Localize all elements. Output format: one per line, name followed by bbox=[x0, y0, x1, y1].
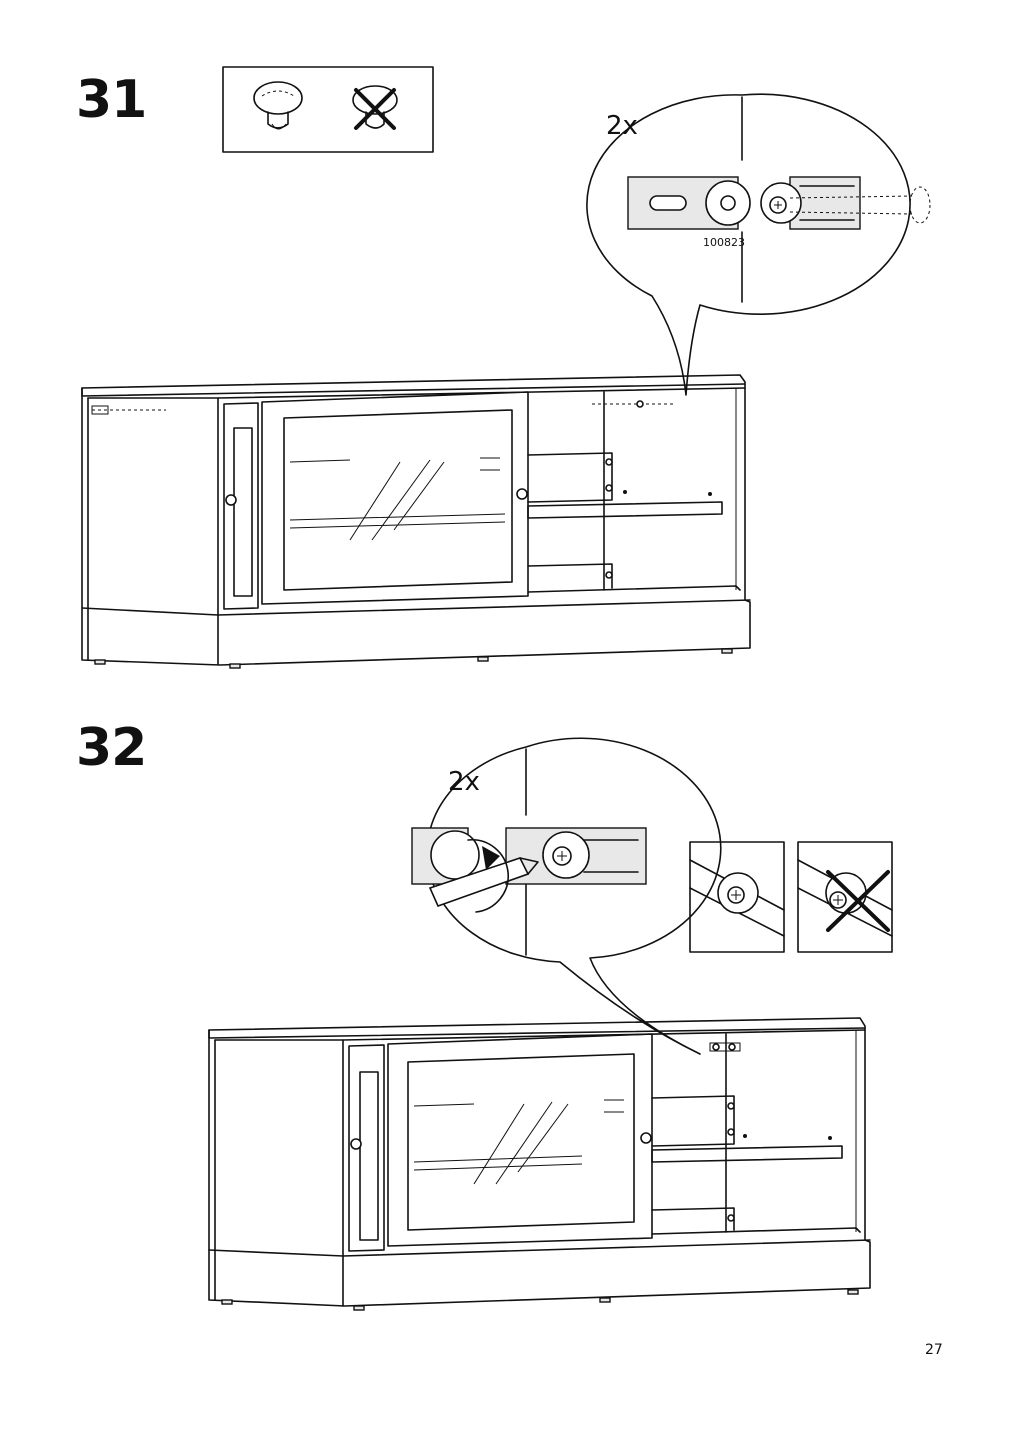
correctly-seated-screw-icon bbox=[689, 841, 785, 953]
step-number-32: 32 bbox=[76, 718, 147, 778]
detail-circle-step-32 bbox=[411, 737, 722, 1055]
step-number-31: 31 bbox=[76, 70, 147, 130]
detail-circle-step-31 bbox=[586, 93, 931, 396]
tool-info-box bbox=[222, 66, 434, 153]
part-number-label: 100823 bbox=[703, 236, 745, 249]
crossed-out-tool-icon bbox=[352, 85, 398, 130]
quantity-step-32: 2x bbox=[448, 767, 480, 797]
tv-bench-step-31 bbox=[81, 374, 751, 669]
page-number: 27 bbox=[925, 1342, 943, 1358]
hand-tightening-knob-icon bbox=[253, 81, 303, 130]
tv-bench-step-32 bbox=[208, 1017, 871, 1311]
incorrectly-seated-screw-icon bbox=[797, 841, 893, 953]
